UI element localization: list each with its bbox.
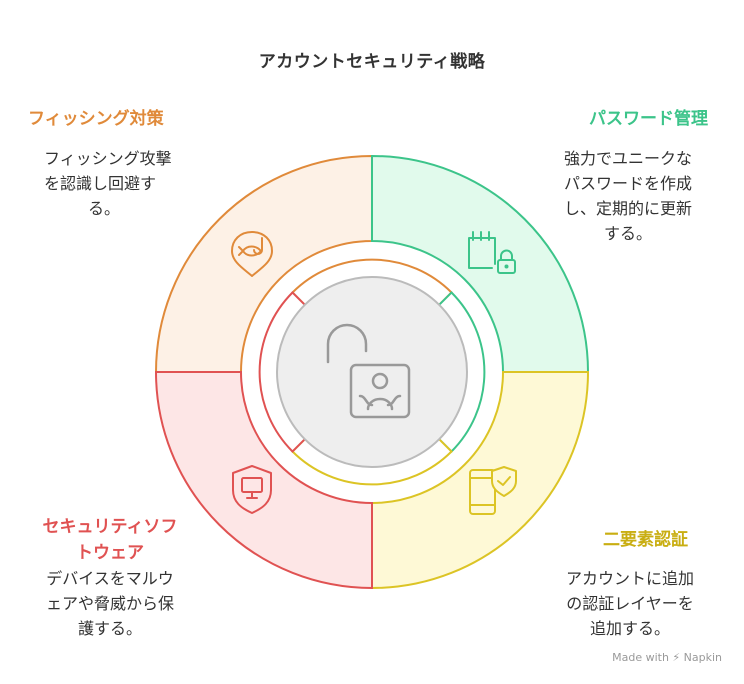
monitor-shield-icon [232, 465, 272, 514]
center-circle [276, 276, 468, 468]
calendar-lock-icon [468, 231, 516, 274]
password-description: 強力でユニークな パスワードを作成 し、定期的に更新 する。 [563, 149, 692, 243]
fish-on-hook-icon [231, 231, 273, 277]
password-segment[interactable] [371, 154, 590, 373]
phishing-heading: フィッシング対策 [28, 109, 164, 129]
security-software-description: デバイスをマルウ ェアや脅威から保 護する。 [45, 569, 174, 638]
phishing-segment[interactable] [154, 154, 373, 373]
mfa-segment[interactable] [371, 371, 590, 590]
security-software-heading: セキュリティソフ トウェア [42, 517, 178, 563]
phone-shield-icon [469, 466, 517, 515]
mfa-description: アカウントに追加 の認証レイヤーを 追加する。 [565, 569, 694, 638]
unlocked-user-icon [326, 323, 411, 419]
napkin-watermark: Made with ⚡ Napkin [612, 651, 722, 664]
mfa-heading: 二要素認証 [603, 530, 688, 550]
security-software-segment[interactable] [154, 371, 373, 590]
password-heading: パスワード管理 [589, 109, 708, 129]
phishing-description: フィッシング攻撃 を認識し回避す る。 [44, 149, 172, 218]
diagram-title: アカウントセキュリティ戦略 [258, 52, 486, 72]
